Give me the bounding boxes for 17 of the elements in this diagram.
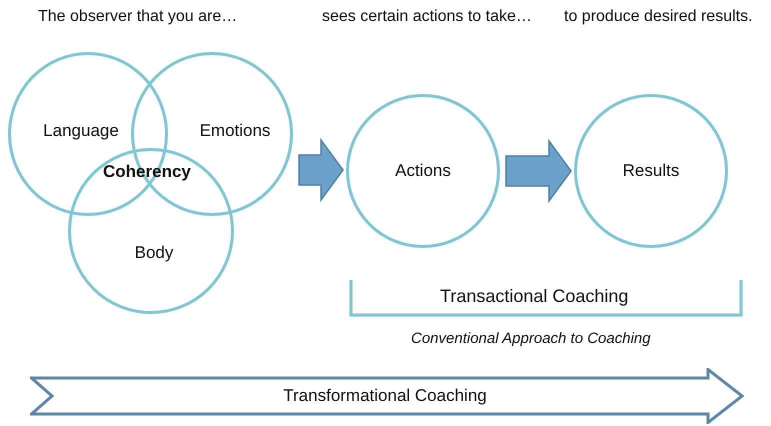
block-arrow	[298, 138, 344, 202]
node-label: Emotions	[200, 121, 270, 141]
node-label: Body	[134, 243, 174, 263]
text-label: The observer that you are…	[38, 8, 238, 26]
node-label: Transformational Coaching	[283, 386, 487, 406]
band-arrow	[30, 368, 744, 424]
text-label: sees certain actions to take…	[322, 8, 532, 26]
node-label: Actions	[395, 161, 451, 181]
circle	[68, 148, 234, 314]
text-label: Conventional Approach to Coaching	[411, 330, 651, 347]
node-label: Language	[43, 121, 119, 141]
circle	[346, 94, 500, 248]
node-label: Results	[622, 161, 680, 181]
text-label: Transactional Coaching	[440, 286, 628, 307]
text-label: to produce desired results.	[564, 8, 753, 26]
circle	[574, 94, 728, 248]
block-arrow	[505, 138, 572, 204]
